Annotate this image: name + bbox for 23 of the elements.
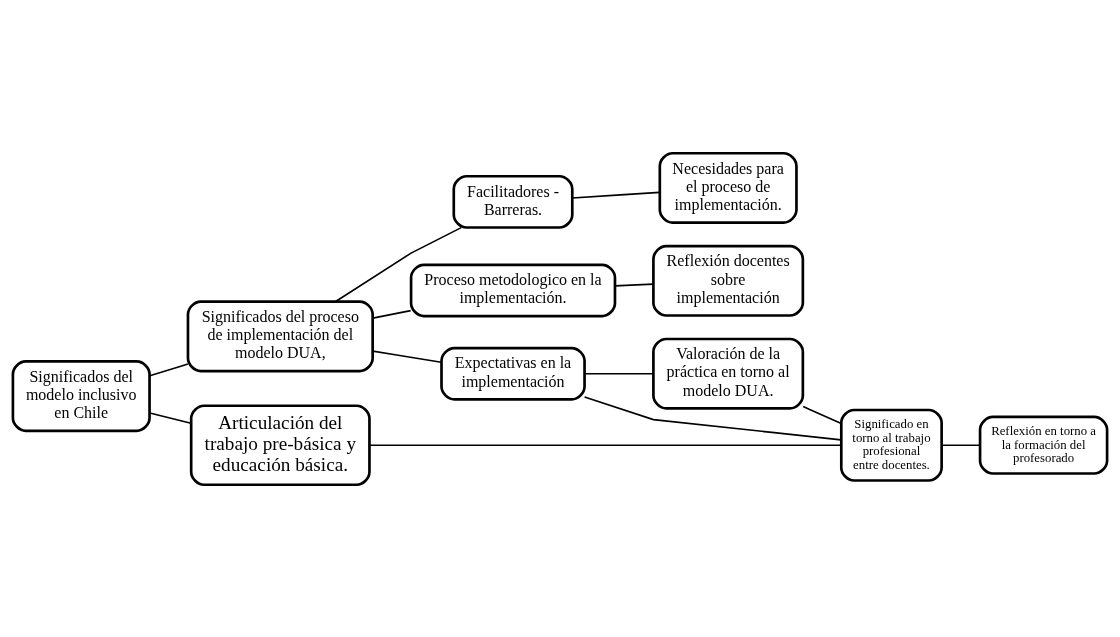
node-box: Significado en torno al trabajo profesional entre docentes. — [839, 408, 943, 482]
connector — [368, 443, 843, 446]
node-box: Reflexión docentes sobre implementación — [652, 244, 805, 317]
node-box: Significados del modelo inclusivo en Chile — [11, 359, 151, 432]
connector — [372, 349, 443, 363]
connector — [583, 372, 655, 374]
node-box: Significados del proceso de implementación del modelo DUA, — [186, 299, 374, 372]
connector — [571, 191, 661, 199]
node-box: Proceso metodologico en la implementación. — [409, 263, 617, 317]
node-box: Articulación del trabajo pre-básica y educación básica. — [189, 403, 371, 486]
connector — [614, 282, 654, 287]
node-box: Reflexión en torno a la formación del profesorado — [978, 415, 1109, 475]
node-box: Necesidades para el proceso de implementación. — [658, 151, 798, 224]
connector — [372, 309, 412, 319]
connector — [583, 395, 842, 441]
connector — [149, 411, 192, 424]
connector — [940, 443, 981, 446]
connector — [802, 405, 843, 424]
connector — [334, 226, 463, 302]
node-box: Valoración de la práctica en torno al modelo DUA. — [652, 337, 805, 410]
node-box: Expectativas en la implementación — [440, 346, 586, 401]
connector — [149, 362, 189, 376]
node-box: Facilitadores - Barreras. — [452, 174, 574, 229]
